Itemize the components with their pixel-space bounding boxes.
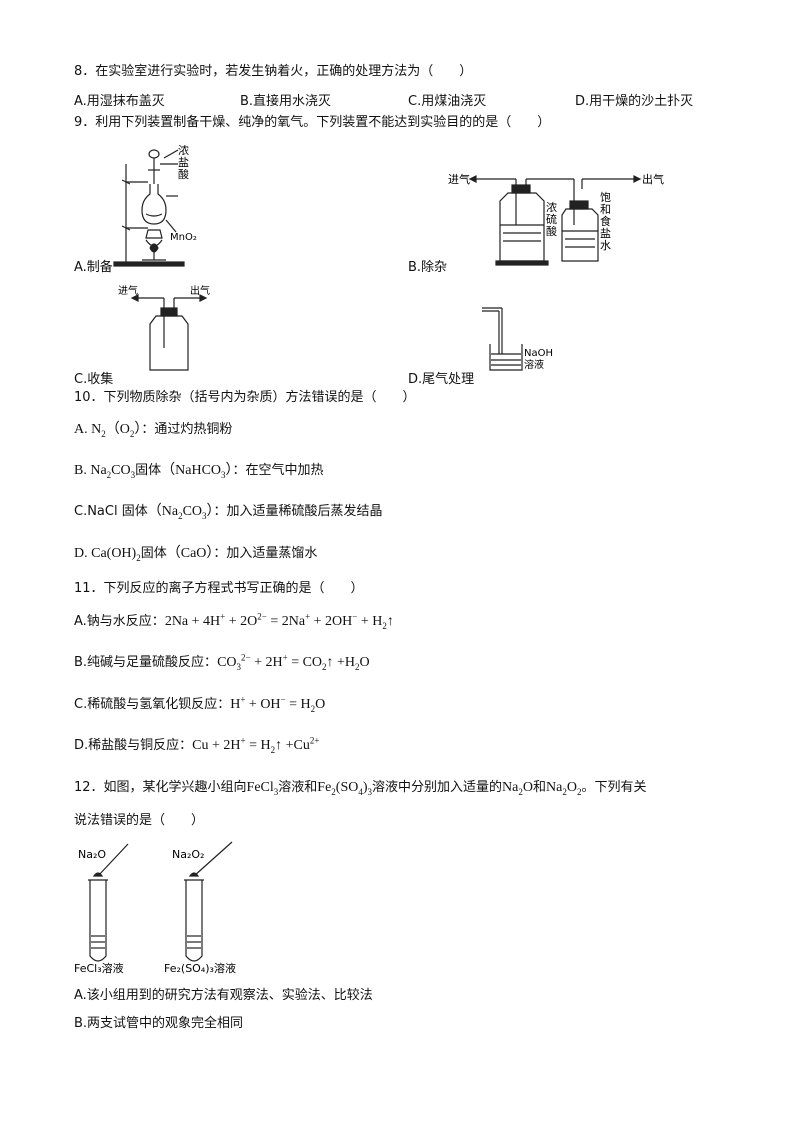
q12-test-tubes-figure: Na₂O Na₂O₂ FeCl₃溶液 Fe₂(SO₄)₃溶液 <box>74 841 236 975</box>
label-in-gas-c: 进气 <box>118 284 138 297</box>
q10-d-solid: 固体 <box>140 546 167 561</box>
q11-option-d: D.稀盐酸与铜反应：Cu + 2H+ = H2↑ +Cu2+ <box>74 735 320 755</box>
q11-option-b: B.纯碱与足量硫酸反应：CO32− + 2H+ = CO2↑ +H2O <box>74 652 370 672</box>
q11-c-pre: C.稀硫酸与氢氧化钡反应： <box>74 697 231 712</box>
q11-b-pre: B.纯碱与足量硫酸反应： <box>74 655 218 670</box>
q11-stem: 11．下列反应的离子方程式书写正确的是（ ） <box>74 581 364 596</box>
q8-stem: 8．在实验室进行实验时，若发生钠着火，正确的处理方法为（ ） <box>74 64 473 79</box>
label-mno2: MnO₂ <box>170 232 197 243</box>
label-brine-3: 食 <box>600 214 611 228</box>
q10-option-a: A. N2（O2）：通过灼热铜粉 <box>74 422 233 439</box>
label-naoh: NaOH <box>524 348 553 359</box>
label-out-gas-c: 出气 <box>190 284 210 297</box>
label-fecl3-solution: FeCl₃溶液 <box>74 961 124 975</box>
label-solution: 溶液 <box>524 358 544 371</box>
q10-option-b: B. Na2CO3固体（NaHCO3）：在空气中加热 <box>74 463 324 480</box>
q10-b-method: ：在空气中加热 <box>232 463 324 478</box>
q12-stem-4: 和 <box>533 780 547 795</box>
q8-option-d: D.用干燥的沙土扑灭 <box>575 94 694 109</box>
label-out-gas: 出气 <box>642 172 664 186</box>
q12-stem-3: 溶液中分别加入适量的 <box>372 780 503 795</box>
apparatus-a-generator: 浓 盐 酸 MnO₂ <box>113 144 197 267</box>
label-na2o: Na₂O <box>78 848 106 861</box>
apparatus-d-absorption: NaOH 溶液 <box>482 307 553 371</box>
label-conc-h2so4: 浓 <box>546 201 557 214</box>
q12-option-b: B.两支试管中的观象完全相同 <box>74 1016 244 1031</box>
label-fe2so43-solution: Fe₂(SO₄)₃溶液 <box>164 961 236 975</box>
q10-d-method: ：加入适量蒸馏水 <box>213 546 318 561</box>
label-salt: 盐 <box>178 156 189 169</box>
q10-c-pre: C.NaCl 固体 <box>74 504 148 519</box>
label-conc-h2so4-2: 硫 <box>546 212 557 226</box>
q12-option-a: A.该小组用到的研究方法有观察法、实验法、比较法 <box>74 988 373 1003</box>
q9-option-a: A.制备 <box>74 260 113 275</box>
label-brine-2: 和 <box>600 203 611 216</box>
q9-option-c: C.收集 <box>74 372 114 387</box>
q9-option-b: B.除杂 <box>408 260 448 275</box>
q11-a-pre: A.钠与水反应： <box>74 614 165 629</box>
label-acid: 酸 <box>178 167 189 181</box>
q10-b-solid: 固体 <box>135 463 162 478</box>
label-conc-h2so4-3: 酸 <box>546 224 557 238</box>
q9-option-d: D.尾气处理 <box>408 372 475 387</box>
q10-option-d: D. Ca(OH)2固体（CaO）：加入适量蒸馏水 <box>74 546 318 563</box>
q10-a-method: ：通过灼热铜粉 <box>141 422 233 437</box>
q12-stem-2: 溶液和 <box>278 780 318 795</box>
label-na2o2: Na₂O₂ <box>172 848 204 861</box>
q8-option-b: B.直接用水浇灭 <box>240 94 332 109</box>
q10-option-c: C.NaCl 固体（Na2CO3）：加入适量稀硫酸后蒸发结晶 <box>74 504 383 521</box>
q10-c-method: ：加入适量稀硫酸后蒸发结晶 <box>213 504 383 519</box>
apparatus-b-wash-bottles: 进气 出气 浓 硫 酸 饱 和 食 盐 水 <box>448 172 664 266</box>
q8-option-a: A.用湿抹布盖灭 <box>74 94 165 109</box>
label-brine-4: 盐 <box>600 227 611 240</box>
label-brine-1: 饱 <box>600 190 611 204</box>
q11-option-a: A.钠与水反应：2Na + 4H+ + 2O2− = 2Na+ + 2OH− +… <box>74 611 394 631</box>
q8-option-c: C.用煤油浇灭 <box>408 94 487 109</box>
q12-stem-5: 。下列有关 <box>581 780 647 795</box>
label-in-gas: 进气 <box>448 172 470 186</box>
q10-stem: 10．下列物质除杂（括号内为杂质）方法错误的是（ ） <box>74 390 416 405</box>
label-conc: 浓 <box>178 144 189 157</box>
label-brine-5: 水 <box>600 239 611 252</box>
q11-option-c: C.稀硫酸与氢氧化钡反应：H+ + OH− = H2O <box>74 694 326 714</box>
q9-stem: 9．利用下列装置制备干燥、纯净的氧气。下列装置不能达到实验目的的是（ ） <box>74 115 551 130</box>
q12-stem: 12．如图，某化学兴趣小组向FeCl3溶液和Fe2(SO4)3溶液中分别加入适量… <box>74 780 647 797</box>
q11-d-pre: D.稀盐酸与铜反应： <box>74 738 193 753</box>
q12-stem-1: 12．如图，某化学兴趣小组向 <box>74 780 247 795</box>
apparatus-c-collection: 进气 出气 <box>118 284 210 371</box>
q12-stem-line2: 说法错误的是（ ） <box>74 813 205 828</box>
